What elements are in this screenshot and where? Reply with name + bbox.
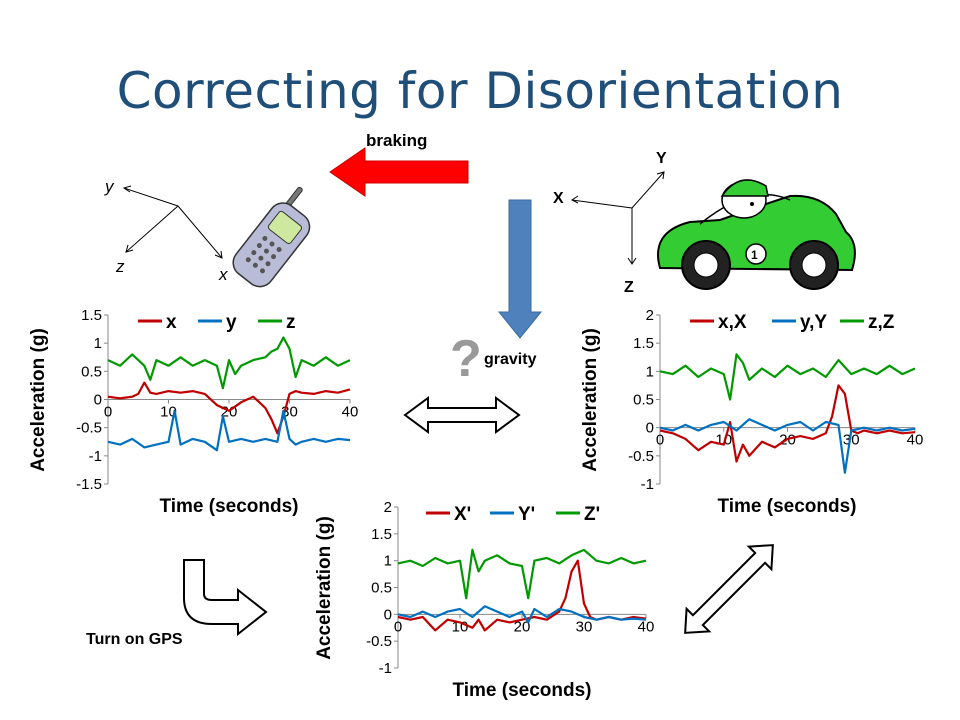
race-car-icon [657,179,856,290]
turn-on-gps-label: Turn on GPS [86,631,183,648]
x-tick-label: 30 [576,618,593,635]
phone-axis-y-label: y [104,177,115,196]
y-tick-label: 1.5 [81,307,102,324]
car-axis-Z-label: Z [624,279,634,296]
gravity-arrow [497,199,543,339]
series-line-x,X [659,384,916,463]
y-axis-title: Acceleration (g) [314,516,335,660]
question-mark-icon: ? [450,330,482,388]
braking-arrow [329,147,469,197]
y-tick-label: -1 [641,476,654,493]
y-tick-label: 2 [384,499,392,516]
x-tick-label: 10 [715,432,732,449]
x-axis-title: Time (seconds) [159,496,298,517]
series-line-z [107,336,351,390]
car-axes [571,171,665,265]
x-tick-label: 40 [638,618,655,635]
x-tick-label: 40 [907,432,924,449]
series-line-y,Y [659,418,916,474]
y-tick-label: 0 [646,420,654,437]
y-tick-label: 2 [646,307,654,324]
legend-label-z: z [286,312,296,333]
legend-label-Z': Z' [584,504,600,525]
series-line-Z' [397,548,647,600]
y-tick-label: -1.5 [76,476,102,493]
y-tick-label: 0 [384,606,392,623]
y-axis-title: Acceleration (g) [580,328,601,472]
y-tick-label: 1.5 [633,335,654,352]
x-axis-title: Time (seconds) [452,680,591,701]
car-axis-Y-label: Y [656,150,667,167]
legend-label-y,Y: y,Y [800,312,827,333]
y-tick-label: -1 [379,660,392,677]
phone-axis-x-label: x [218,265,228,284]
x-tick-label: 0 [656,432,664,449]
legend-label-x: x [166,312,177,333]
y-tick-label: 0.5 [81,363,102,380]
double-arrow-horizontal [403,396,521,434]
legend-label-Y': Y' [518,504,535,525]
y-tick-label: 1.5 [371,526,392,543]
y-tick-label: 0.5 [633,392,654,409]
y-tick-label: -0.5 [628,448,654,465]
x-tick-label: 20 [514,618,531,635]
x-tick-label: 40 [342,404,359,421]
y-tick-label: 1 [646,363,654,380]
y-tick-label: -1 [89,448,102,465]
y-tick-label: 1 [384,553,392,570]
car-number: 1 [751,248,758,262]
x-tick-label: 30 [843,432,860,449]
gravity-label: gravity [484,351,537,368]
y-tick-label: -0.5 [76,420,102,437]
page-title: Correcting for Disorientation [116,62,844,120]
legend-label-X': X' [454,504,471,525]
y-tick-label: 1 [94,335,102,352]
legend-label-x,X: x,X [718,312,747,333]
car-axis-X-label: X [553,190,564,207]
braking-label: braking [366,131,427,150]
series-line-x [107,381,351,435]
y-tick-label: 0.5 [371,580,392,597]
phone-axes [122,185,223,259]
x-tick-label: 0 [394,618,402,635]
legend-label-z,Z: z,Z [868,312,895,333]
x-tick-label: 0 [104,404,112,421]
series-line-z,Z [659,353,916,401]
series-line-y [107,409,351,452]
legend-label-y: y [226,312,237,333]
y-axis-title: Acceleration (g) [28,328,49,472]
phone-axis-z-label: z [115,257,125,276]
x-axis-title: Time (seconds) [717,496,856,517]
cell-phone-icon [232,186,311,288]
series-line-Y' [397,605,647,624]
double-arrow-diagonal [684,544,774,634]
y-tick-label: 0 [94,392,102,409]
bent-arrow-icon [183,559,268,637]
y-tick-label: -0.5 [366,633,392,650]
